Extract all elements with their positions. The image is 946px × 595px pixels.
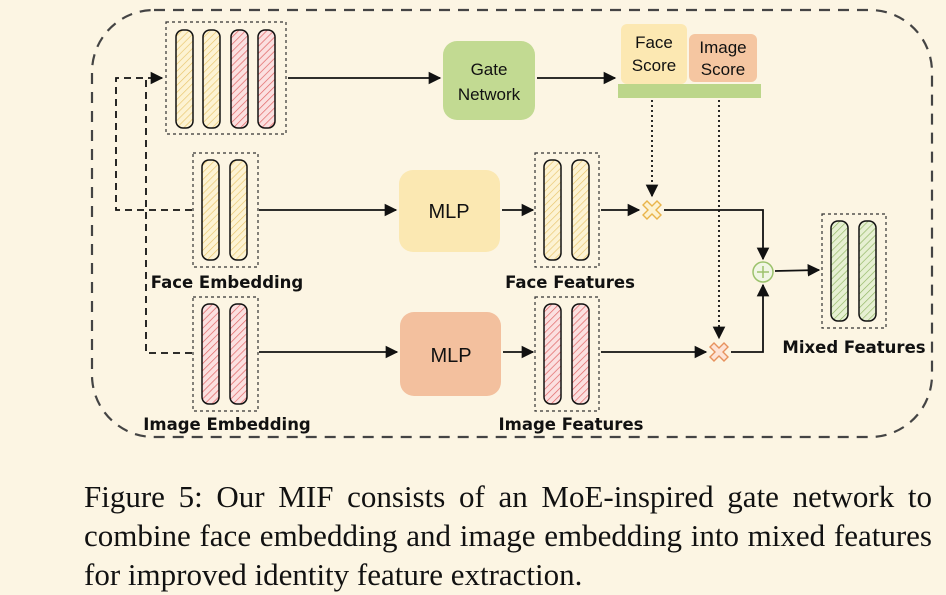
svg-text:Score: Score (701, 60, 745, 79)
image-features-label: Image Features (499, 415, 644, 434)
svg-text:Network: Network (458, 85, 521, 104)
face-multiply-icon (642, 200, 662, 220)
svg-text:Face: Face (635, 33, 673, 52)
svg-text:MLP: MLP (430, 345, 471, 367)
image-embedding-label: Image Embedding (143, 415, 311, 434)
svg-text:Gate: Gate (471, 60, 508, 79)
svg-text:Image: Image (699, 38, 746, 57)
score-dotted-arrows (645, 100, 726, 340)
sum-icon (752, 261, 774, 283)
mixed-features-block (821, 213, 887, 329)
face-features-label: Face Features (505, 273, 635, 292)
image-mlp-node: MLP (400, 312, 501, 396)
gate-network-node: Gate Network (443, 41, 535, 120)
face-embedding-block (192, 152, 259, 268)
image-score-box (689, 34, 757, 82)
combined-embedding-block (165, 21, 287, 135)
figure-caption: Figure 5: Our MIF consists of an MoE-ins… (84, 479, 932, 592)
image-multiply-icon (709, 342, 729, 362)
image-features-block (534, 296, 600, 412)
face-features-block (534, 152, 600, 268)
svg-text:Score: Score (632, 56, 676, 75)
flow-arrows (259, 71, 821, 359)
mixed-features-label: Mixed Features (782, 338, 925, 357)
dashed-input-connectors (115, 71, 192, 354)
face-embedding-label: Face Embedding (151, 273, 303, 292)
image-embedding-block (192, 296, 259, 412)
face-mlp-node: MLP (399, 170, 500, 252)
mif-diagram: Gate Network Face Score Image Score Face… (90, 8, 934, 439)
face-score-box (621, 24, 687, 84)
score-bar (618, 84, 761, 98)
svg-text:MLP: MLP (428, 201, 469, 223)
score-output: Face Score Image Score (618, 24, 761, 98)
